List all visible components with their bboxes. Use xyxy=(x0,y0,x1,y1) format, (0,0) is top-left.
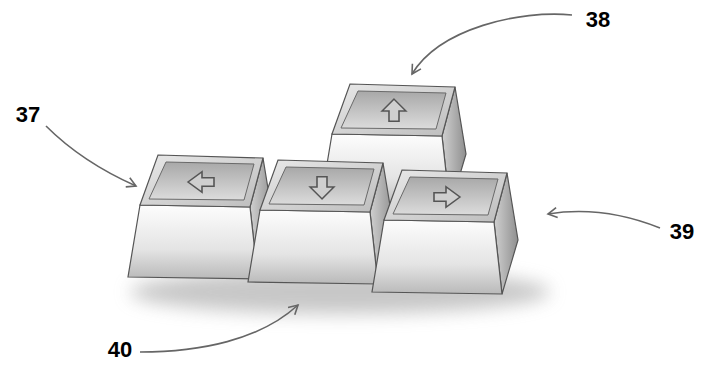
down-arrow-key xyxy=(248,160,394,284)
callout-number: 39 xyxy=(670,220,694,244)
leader-line xyxy=(548,211,660,228)
right-arrow-key xyxy=(372,170,518,294)
callout-number: 40 xyxy=(108,338,132,362)
callout-number: 37 xyxy=(16,103,40,127)
leader-line xyxy=(140,305,298,352)
leader-line xyxy=(46,126,136,186)
leader-line xyxy=(412,14,572,74)
callout-number: 38 xyxy=(586,8,610,32)
